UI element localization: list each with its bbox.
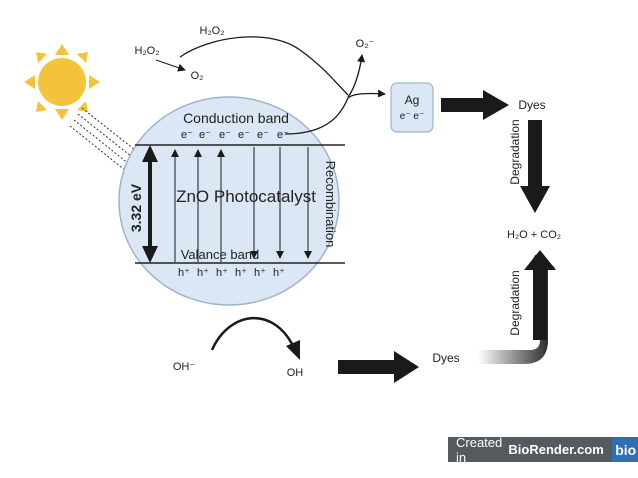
dyes-bottom-label: Dyes xyxy=(432,351,459,365)
electron: e⁻ xyxy=(199,129,211,141)
oh-ion-label: OH⁻ xyxy=(173,361,196,373)
hole-row: h⁺ h⁺ h⁺ h⁺ h⁺ h⁺ xyxy=(178,267,285,279)
electron-to-ag-arrow xyxy=(284,89,386,135)
light-rays xyxy=(69,107,136,172)
electron: e⁻ xyxy=(219,129,231,141)
biorender-badge[interactable]: Created in BioRender.com bio xyxy=(448,434,638,465)
electron: e⁻ xyxy=(238,129,250,141)
h2o2-top-label: H₂O₂ xyxy=(199,25,224,37)
valence-band-label: Valance band xyxy=(181,247,260,262)
ag-to-dyes-arrow xyxy=(441,90,509,120)
hole: h⁺ xyxy=(254,267,266,279)
brand-name: BioRender.com xyxy=(508,442,604,457)
recombination-label: Recombination xyxy=(323,161,338,248)
dyes-top-label: Dyes xyxy=(518,98,545,112)
ag-nanoparticle-box xyxy=(390,82,434,133)
hole: h⁺ xyxy=(178,267,190,279)
excitation-arrows xyxy=(171,149,225,262)
degradation-up-shaft xyxy=(533,268,547,340)
zno-title: ZnO Photocatalyst xyxy=(176,187,316,206)
hole: h⁺ xyxy=(216,267,228,279)
biorender-logo-icon: bio xyxy=(611,437,638,462)
ag-electrons-label: e⁻ e⁻ xyxy=(400,111,424,122)
electron: e⁻ xyxy=(181,129,193,141)
h2o2-left-label: H₂O₂ xyxy=(134,45,159,57)
oh-curve-arrow xyxy=(210,316,297,351)
conduction-band-label: Conduction band xyxy=(183,110,289,126)
recombination-arrows xyxy=(250,147,312,259)
h2o2-curve-arrow xyxy=(179,36,349,96)
degradation-up-arrowhead xyxy=(524,250,556,270)
oh-to-dyes-arrow xyxy=(338,351,419,383)
created-in-text: Created in xyxy=(456,434,503,465)
o2-radical-label: O₂⁻ xyxy=(356,38,375,50)
degradation-down-arrow xyxy=(520,120,550,213)
h2o2-to-o2-arrow xyxy=(155,59,186,72)
degradation-bottom-label: Degradation xyxy=(508,270,522,335)
hole: h⁺ xyxy=(197,267,209,279)
electron-row: e⁻ e⁻ e⁻ e⁻ e⁻ e⁻ xyxy=(181,129,289,141)
band-gap-label: 3.32 eV xyxy=(128,183,144,232)
ag-label: Ag xyxy=(405,93,420,107)
band-gap-arrow xyxy=(142,145,158,263)
sun-icon xyxy=(24,44,100,120)
electron: e⁻ xyxy=(257,129,269,141)
to-o2-radical-arrow xyxy=(347,54,366,98)
product-label: H₂O + CO₂ xyxy=(507,229,561,241)
electron: e⁻ xyxy=(277,129,289,141)
oh-curve-arrowhead xyxy=(286,340,300,360)
oh-radical-label: OH xyxy=(287,367,304,379)
hole: h⁺ xyxy=(273,267,285,279)
o2-label: O₂ xyxy=(191,70,204,82)
hole: h⁺ xyxy=(235,267,247,279)
degradation-top-label: Degradation xyxy=(508,119,522,184)
